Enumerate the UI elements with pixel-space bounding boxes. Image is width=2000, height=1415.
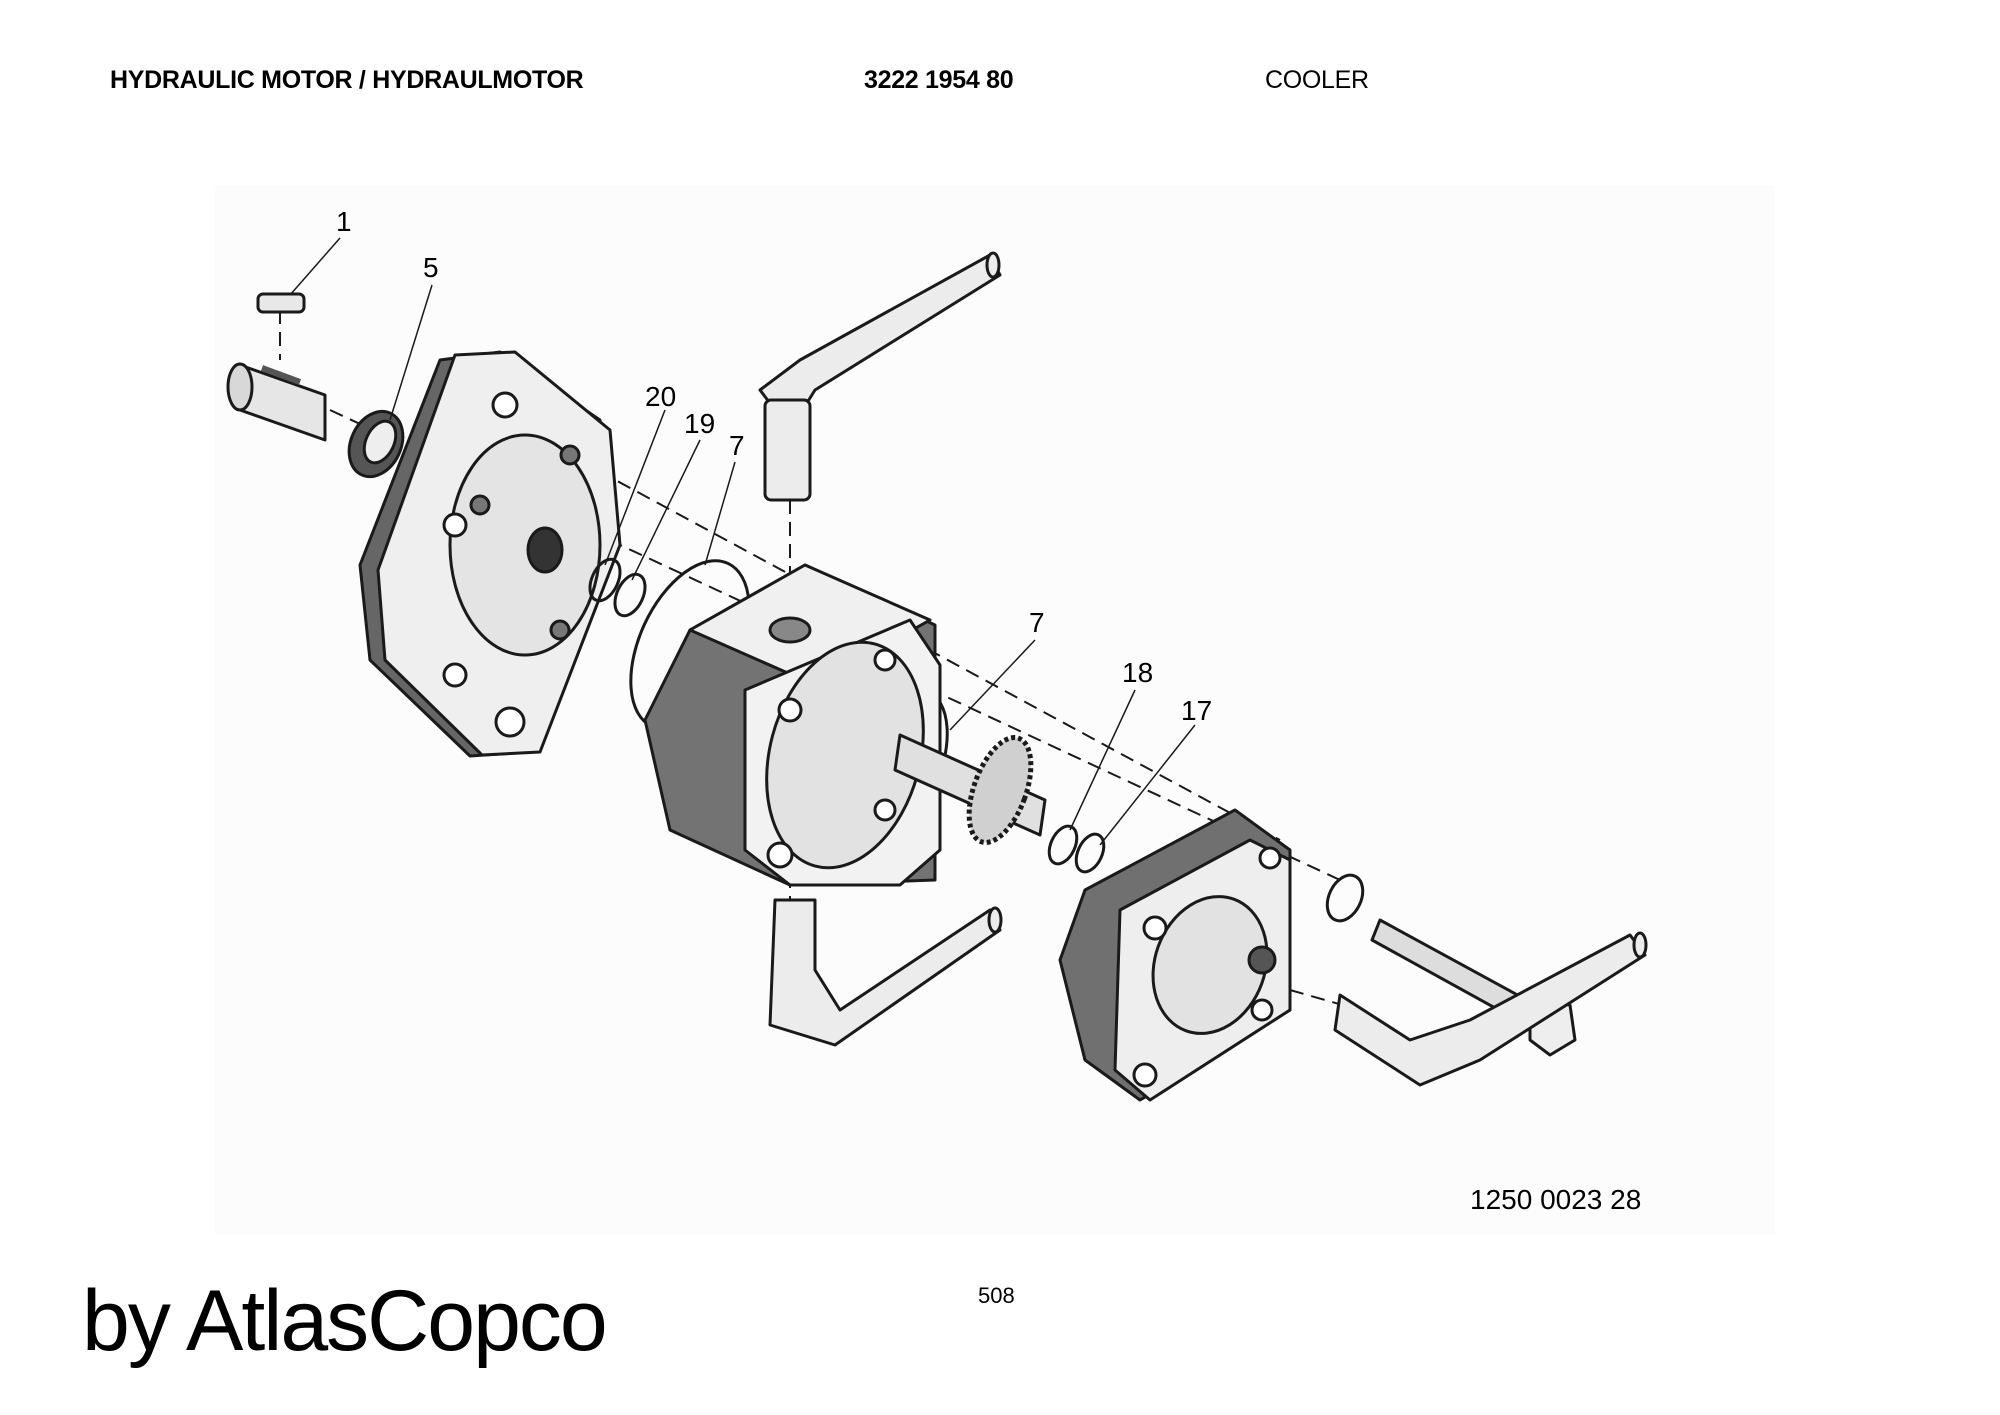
key-part <box>256 292 306 314</box>
callout-7-a: 7 <box>729 430 745 461</box>
seal-part <box>347 409 405 479</box>
shaft-part <box>226 362 327 442</box>
gear-shaft-part <box>893 733 1047 845</box>
housing-block-part <box>643 563 942 887</box>
hose-fittings <box>758 251 1648 1087</box>
callout-20: 20 <box>645 381 677 412</box>
callout-19: 19 <box>684 408 716 439</box>
part-number: 3222 1954 80 <box>864 66 1014 94</box>
drawing-number: 1250 0023 28 <box>1470 1184 1642 1215</box>
callout-18: 18 <box>1122 657 1154 688</box>
callout-1: 1 <box>336 206 352 237</box>
callout-7-b: 7 <box>1029 607 1045 638</box>
page-number: 508 <box>978 1283 1015 1308</box>
cover-plate-part <box>1058 808 1292 1102</box>
page-title: HYDRAULIC MOTOR / HYDRAULMOTOR <box>110 66 584 94</box>
callout-5: 5 <box>423 252 439 283</box>
callout-17: 17 <box>1181 695 1213 726</box>
brand-text: by AtlasCopco <box>82 1273 608 1369</box>
callout-leader-lines <box>289 237 1196 846</box>
flange-plate-part <box>358 350 622 758</box>
section-name: COOLER <box>1265 66 1369 94</box>
